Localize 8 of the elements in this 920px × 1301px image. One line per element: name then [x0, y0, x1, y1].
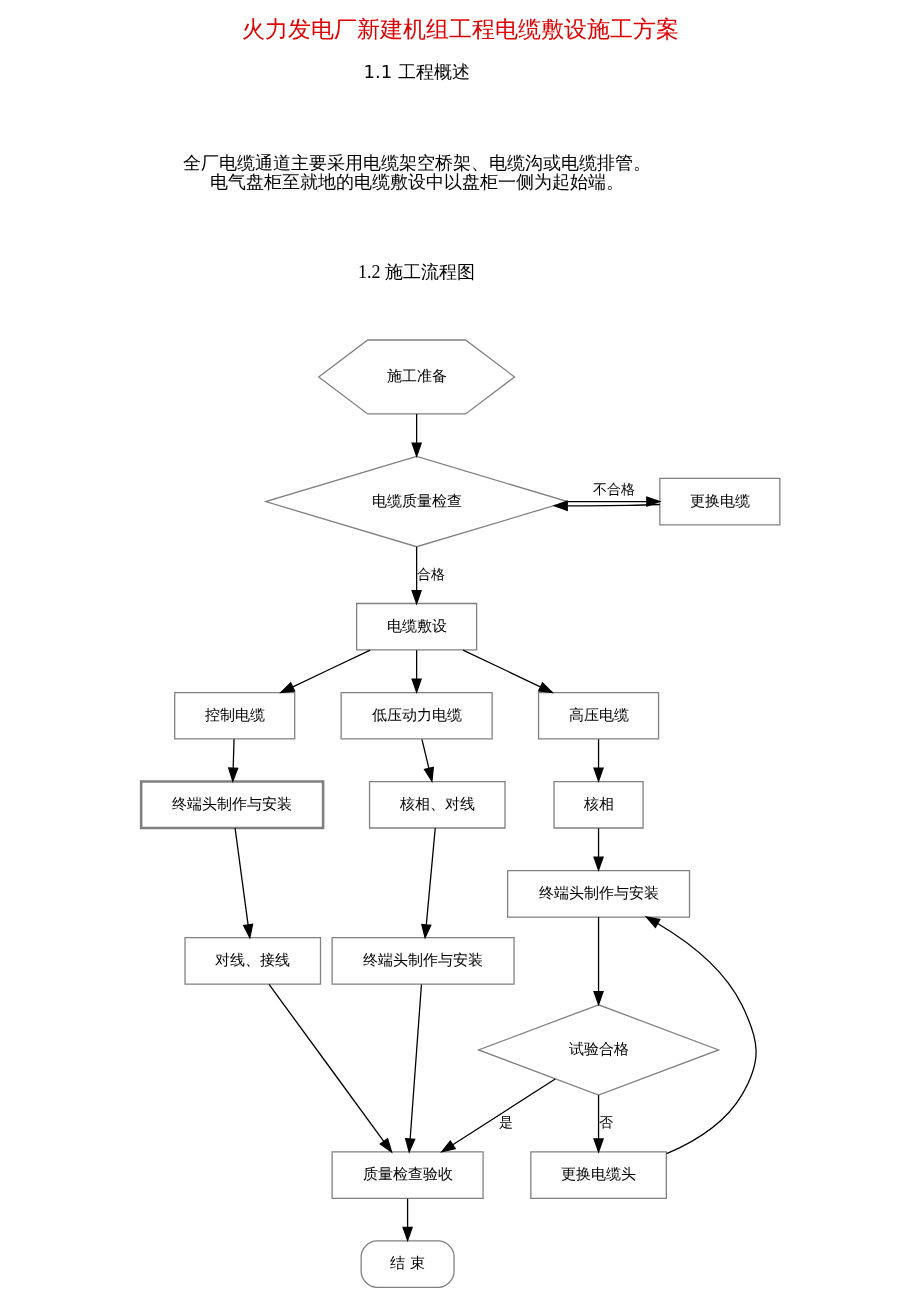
label: 全厂电缆通道主要采用电缆架空桥架、电缆沟或电缆排管。电气盘柜至就地的电缆敷设中以盘柜一侧为起始端。 [182, 151, 651, 193]
edge-label: 不合格 [592, 480, 635, 497]
diagram-title: 火力发电厂新建机组工程电缆敷设施工方案 [241, 15, 679, 43]
edge-label: 否 [598, 1114, 613, 1131]
label: 1.2 施工流程图 [357, 262, 475, 283]
edge-label: 合格 [416, 565, 445, 582]
edge-label: 是 [498, 1114, 513, 1131]
label: 1.1 工程概述 [362, 61, 470, 83]
